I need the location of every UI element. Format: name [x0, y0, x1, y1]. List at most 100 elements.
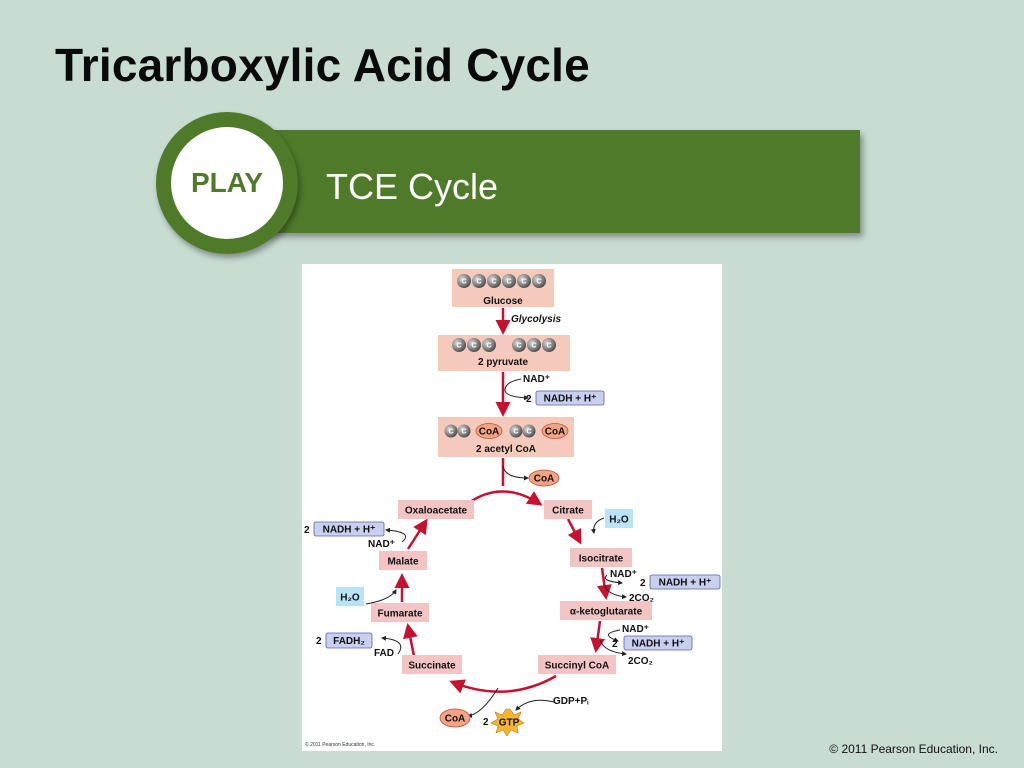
succinyl-coa-box	[538, 655, 616, 674]
carbon-symbol: C	[476, 279, 481, 286]
glycolysis-label: Glycolysis	[511, 314, 561, 325]
carbon-symbol: C	[536, 279, 541, 286]
isocitrate-label: Isocitrate	[579, 554, 624, 565]
nadh-box-malate	[313, 521, 385, 537]
nad-reduction-arrow	[504, 378, 529, 401]
fadh2-box	[325, 632, 373, 649]
carbon-symbol: C	[471, 343, 476, 350]
figure-credit: © 2011 Pearson Education, Inc.	[305, 741, 375, 748]
coefficient-2: 2	[612, 639, 618, 650]
coa-label: CoA	[445, 714, 466, 725]
oxaloacetate-label: Oxaloacetate	[405, 506, 468, 517]
carbon-symbol: C	[516, 343, 521, 350]
fumarate-box	[371, 603, 429, 622]
carbon-symbol: C	[546, 343, 551, 350]
h2o-citrate-arrow	[590, 517, 605, 534]
acetyl-coa-molecules: C C CoA C C CoA	[444, 423, 569, 439]
nadh-label: NADH + H⁺	[544, 394, 597, 405]
cycle-arrow-oxaloacetate-citrate	[469, 490, 543, 506]
coefficient-2: 2	[316, 636, 322, 647]
coefficient-2: 2	[526, 394, 532, 405]
coefficient-2: 2	[304, 525, 310, 536]
h2o-label: H₂O	[609, 515, 629, 526]
gtp-star	[490, 708, 525, 737]
nad-isocitrate-arrow	[604, 574, 623, 586]
carbon-atom	[502, 274, 516, 288]
nad-label: NAD⁺	[610, 569, 637, 580]
malate-box	[379, 551, 427, 570]
carbon-symbol: C	[513, 429, 518, 436]
isocitrate-box	[570, 548, 632, 567]
tca-cycle-figure: C C C C C C Glucose Glycolysis C C C C C…	[302, 264, 722, 751]
cycle-arrow-succinylcoa-succinate	[449, 674, 557, 694]
pyruvate-carbons: C C C C C C	[452, 338, 556, 352]
h2o-box-citrate	[605, 509, 633, 528]
carbon-atom	[487, 274, 501, 288]
carbon-symbol: C	[506, 279, 511, 286]
carbon-atom	[444, 424, 458, 438]
nadh-box	[535, 390, 605, 406]
carbon-symbol: C	[526, 429, 531, 436]
fad-arrow	[381, 635, 402, 655]
cycle-arrow-malate-oxaloacetate	[406, 518, 428, 550]
fumarate-label: Fumarate	[377, 609, 422, 620]
coefficient-2: 2	[483, 717, 489, 728]
citrate-box	[544, 500, 592, 519]
nadh-label: NADH + H⁺	[659, 578, 712, 589]
carbon-symbol: C	[461, 279, 466, 286]
nadh-label: NADH + H⁺	[632, 639, 685, 650]
carbon-atom	[542, 338, 556, 352]
gdp-gtp-arrow	[515, 699, 555, 711]
glucose-label: Glucose	[483, 296, 523, 307]
nadh-label: NADH + H⁺	[323, 525, 376, 536]
nad-malate-arrow	[385, 527, 406, 543]
gdp-label: GDP+Pᵢ	[553, 696, 589, 707]
carbon-atom	[472, 274, 486, 288]
cycle-arrow-succinate-fumarate	[402, 623, 418, 657]
copyright-notice: © 2011 Pearson Education, Inc.	[829, 742, 998, 756]
nadh-box-ketoglutarate	[623, 635, 693, 651]
carbon-atom	[452, 338, 466, 352]
coa-label: CoA	[545, 427, 566, 438]
carbon-symbol: C	[486, 343, 491, 350]
coefficient-2: 2	[640, 578, 646, 589]
coa-released-label: CoA	[534, 474, 555, 485]
cycle-arrow-citrate-isocitrate	[566, 518, 582, 545]
coa-release-arrow	[502, 465, 529, 481]
slide-title: Tricarboxylic Acid Cycle	[55, 39, 590, 91]
gtp-label: GTP	[499, 718, 520, 729]
co2-ketoglutarate-arrow	[599, 639, 627, 657]
carbon-atom	[482, 338, 496, 352]
carbon-symbol: C	[461, 429, 466, 436]
carbon-symbol: C	[491, 279, 496, 286]
play-button[interactable]: PLAY	[171, 127, 283, 239]
nad-label: NAD⁺	[368, 539, 395, 550]
glucose-carbons: C C C C C C	[457, 274, 546, 288]
co2-label: 2CO₂	[629, 593, 654, 604]
carbon-atom	[517, 274, 531, 288]
h2o-fumarate-arrow	[365, 589, 397, 605]
pyruvate-label: 2 pyruvate	[478, 357, 528, 368]
succinyl-coa-label: Succinyl CoA	[545, 661, 609, 672]
cycle-arrow-ketoglutarate-succinylcoa	[590, 620, 606, 653]
carbon-atom	[467, 338, 481, 352]
carbon-atom	[457, 424, 471, 438]
acetyl-coa-label: 2 acetyl CoA	[476, 444, 536, 455]
carbon-atom	[509, 424, 523, 438]
carbon-symbol: C	[531, 343, 536, 350]
succinate-label: Succinate	[408, 661, 456, 672]
cycle-arrow-isocitrate-ketoglutarate	[596, 567, 612, 600]
oxaloacetate-box	[398, 500, 474, 519]
coa-token	[475, 423, 503, 439]
co2-label: 2CO₂	[628, 656, 653, 667]
nad-label: NAD⁺	[523, 374, 550, 385]
nad-label: NAD⁺	[622, 624, 649, 635]
coa-released	[528, 469, 560, 487]
carbon-atom	[512, 338, 526, 352]
video-banner[interactable]	[238, 130, 860, 233]
h2o-box-fumarate	[336, 587, 364, 606]
nad-ketoglutarate-arrow	[608, 629, 621, 643]
coa-succinate-arrow	[467, 687, 499, 718]
succinate-box	[402, 655, 462, 674]
malate-label: Malate	[387, 557, 419, 568]
